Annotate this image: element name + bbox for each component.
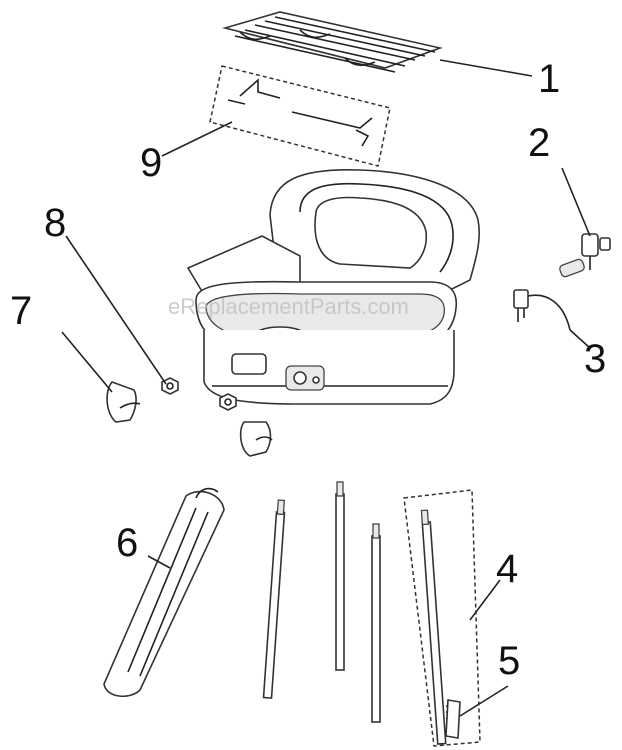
callout-2: 2 xyxy=(528,121,550,165)
regulator-valve xyxy=(559,233,611,278)
leg-1 xyxy=(262,499,286,699)
bracket-set xyxy=(209,65,391,167)
carry-bag xyxy=(103,487,225,697)
callout-3: 3 xyxy=(584,337,606,381)
spring-foot xyxy=(445,699,461,739)
callout-5: 5 xyxy=(498,639,520,683)
callout-7: 7 xyxy=(10,289,32,333)
nut-lower xyxy=(219,393,237,411)
nut-upper xyxy=(161,377,179,395)
callout-4: 4 xyxy=(496,547,518,591)
leg-holder-left xyxy=(106,381,141,423)
callout-8: 8 xyxy=(44,201,66,245)
leg-assembly xyxy=(403,489,481,747)
igniter xyxy=(513,289,571,331)
callout-1: 1 xyxy=(538,57,560,101)
leg-holder-right xyxy=(239,421,273,457)
cooking-grate xyxy=(221,11,443,73)
grill-body xyxy=(186,168,480,405)
callout-6: 6 xyxy=(116,521,138,565)
leader-lines xyxy=(61,59,591,717)
leg-3 xyxy=(371,523,381,723)
callout-9: 9 xyxy=(140,141,162,185)
leg-2 xyxy=(335,481,345,671)
watermark: eReplacementParts.com xyxy=(168,294,409,319)
